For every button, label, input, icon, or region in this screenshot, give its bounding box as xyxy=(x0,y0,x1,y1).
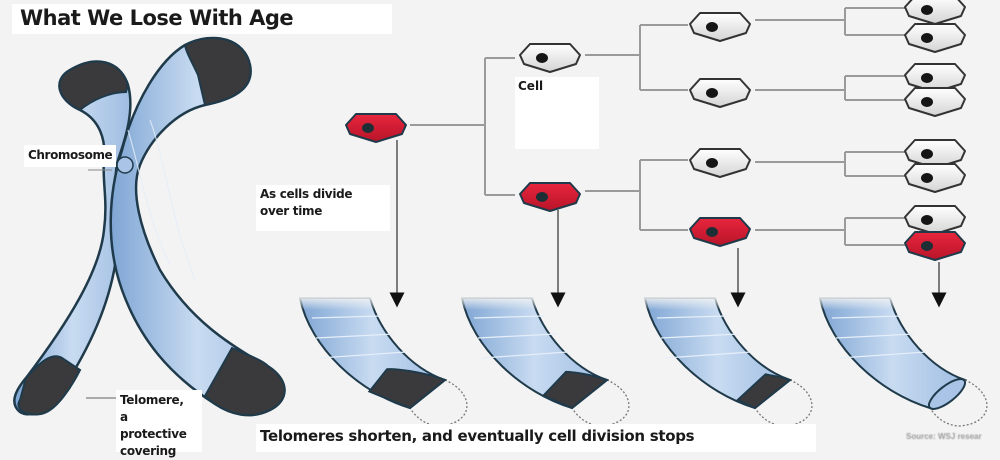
telomere-cap xyxy=(367,368,447,410)
telomere-cap xyxy=(736,373,792,410)
telomere-cap xyxy=(541,370,609,410)
cell-nucleus xyxy=(362,123,374,133)
cell-nucleus xyxy=(921,73,933,83)
telomere-stage-4 xyxy=(815,296,988,427)
cells-divide-label: As cells divide over time xyxy=(256,185,390,231)
cell-nucleus xyxy=(921,5,933,15)
telomere-stages-layer xyxy=(295,296,988,427)
cell-nucleus xyxy=(921,33,933,43)
cell-white-icon xyxy=(689,78,751,108)
cell-white-icon xyxy=(904,139,966,169)
cell-label: Cell xyxy=(515,77,599,149)
cell-nucleus xyxy=(706,88,718,98)
telomere-label: Telomere, a protective covering xyxy=(116,390,202,458)
cells-layer xyxy=(345,0,966,261)
chromosome-label: Chromosome xyxy=(24,145,116,167)
cell-white-icon xyxy=(904,163,966,193)
cell-nucleus xyxy=(921,241,933,251)
cell-nucleus xyxy=(536,192,548,202)
cell-nucleus xyxy=(921,149,933,159)
cell-white-icon xyxy=(904,63,966,93)
cell-nucleus xyxy=(536,53,548,63)
diagram-title: What We Lose With Age xyxy=(12,4,392,34)
cell-red-icon xyxy=(345,113,407,143)
cell-nucleus xyxy=(921,97,933,107)
telomere-line-1: Telomere, xyxy=(120,393,184,407)
cell-white-icon xyxy=(904,23,966,53)
cell-red-icon xyxy=(519,182,581,212)
telomere-stage-3 xyxy=(640,296,813,427)
centromere xyxy=(116,156,134,174)
cell-nucleus xyxy=(706,22,718,32)
cell-nucleus xyxy=(921,215,933,225)
cell-red-icon xyxy=(904,231,966,261)
cell-white-icon xyxy=(904,87,966,117)
division-arrows xyxy=(389,140,947,308)
cell-white-icon xyxy=(904,205,966,235)
cell-red-icon xyxy=(689,217,751,247)
telomere-line-2: a protective xyxy=(120,410,187,441)
cell-nucleus xyxy=(921,173,933,183)
telomere-stage-2 xyxy=(457,296,630,427)
exposed-chromosome-end xyxy=(927,378,967,410)
telomere-line-3: covering xyxy=(120,444,177,458)
cells-divide-line-2: over time xyxy=(260,204,323,218)
chromosome-illustration xyxy=(13,36,286,417)
cell-white-icon xyxy=(519,43,581,73)
cell-white-icon xyxy=(689,12,751,42)
cell-nucleus xyxy=(706,227,718,237)
division-tree-lines xyxy=(410,7,905,246)
source-credit: Source: WSJ resear xyxy=(906,432,982,441)
cells-divide-line-1: As cells divide xyxy=(260,187,353,201)
cell-white-icon xyxy=(689,148,751,178)
telomere-stage-1 xyxy=(295,296,468,427)
cell-white-icon xyxy=(904,0,966,25)
caption: Telomeres shorten, and eventually cell d… xyxy=(256,424,816,452)
cell-nucleus xyxy=(706,158,718,168)
chromosome-arm-right xyxy=(109,36,286,417)
